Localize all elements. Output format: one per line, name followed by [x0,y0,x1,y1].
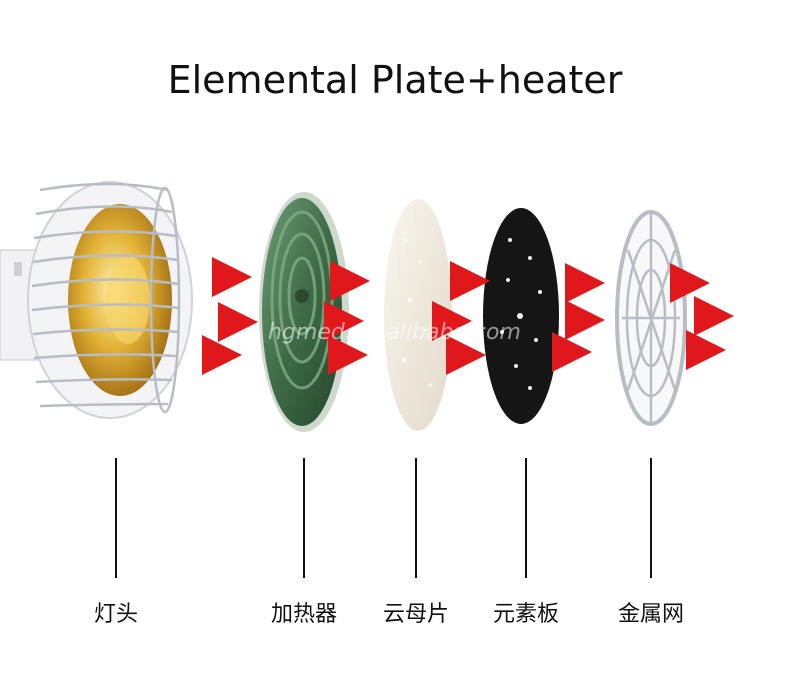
mica-sheet [384,199,452,431]
page-title: Elemental Plate+heater [167,58,623,102]
label-mica-sheet: 云母片 [382,602,450,627]
heater-plate [259,192,349,432]
label-metal-mesh: 金属网 [617,602,685,627]
metal-mesh [615,210,687,426]
watermark: hgmed.en.alibaba.com [268,320,521,345]
lamp-head [0,181,193,419]
heat-arrows [172,257,734,375]
label-heater: 加热器 [270,602,338,627]
element-plate [483,208,559,424]
label-lamp-head: 灯头 [93,602,139,627]
leader-lines [115,458,652,578]
lamp-cage [31,182,181,414]
label-element-plate: 元素板 [492,602,560,627]
